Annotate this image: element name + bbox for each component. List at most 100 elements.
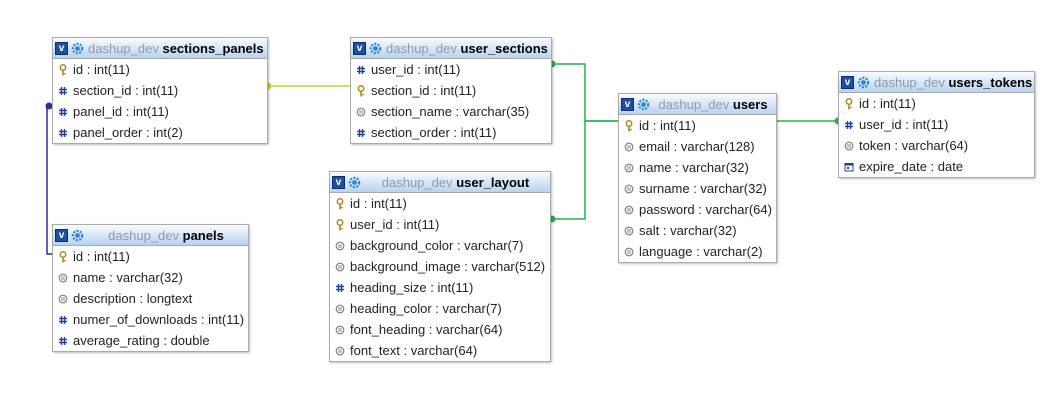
table-header[interactable]: v dashup_dev users_tokens	[839, 72, 1034, 93]
gear-icon[interactable]	[857, 76, 870, 89]
column-row[interactable]: password : varchar(64)	[619, 199, 776, 220]
table-title: dashup_dev users	[654, 97, 776, 112]
text-icon	[623, 247, 635, 257]
gear-icon[interactable]	[71, 42, 84, 55]
text-icon	[334, 346, 346, 356]
column-label: font_heading : varchar(64)	[350, 322, 503, 337]
table-name: users_tokens	[948, 74, 1033, 90]
column-row[interactable]: average_rating : double	[53, 330, 248, 351]
column-row[interactable]: description : longtext	[53, 288, 248, 309]
column-row[interactable]: language : varchar(2)	[619, 241, 776, 262]
column-label: section_id : int(11)	[73, 83, 179, 98]
key-icon	[57, 250, 69, 263]
text-icon	[623, 163, 635, 173]
column-row[interactable]: id : int(11)	[619, 115, 776, 136]
hash-icon	[57, 107, 69, 117]
date-icon	[843, 162, 855, 172]
column-row[interactable]: expire_date : date	[839, 156, 1034, 177]
collapse-toggle-icon[interactable]: v	[332, 175, 345, 189]
column-label: user_id : int(11)	[371, 62, 461, 77]
column-label: panel_order : int(2)	[73, 125, 183, 140]
column-row[interactable]: section_id : int(11)	[53, 80, 267, 101]
table-user-layout[interactable]: v dashup_dev user_layout id : int(11) us…	[329, 171, 551, 362]
collapse-toggle-icon[interactable]: v	[353, 41, 366, 55]
column-row[interactable]: user_id : int(11)	[330, 214, 550, 235]
column-row[interactable]: section_name : varchar(35)	[351, 101, 551, 122]
column-label: surname : varchar(32)	[639, 181, 767, 196]
column-row[interactable]: background_image : varchar(512)	[330, 256, 550, 277]
column-label: panel_id : int(11)	[73, 104, 169, 119]
column-row[interactable]: font_text : varchar(64)	[330, 340, 550, 361]
column-row[interactable]: panel_id : int(11)	[53, 101, 267, 122]
column-row[interactable]: id : int(11)	[330, 193, 550, 214]
table-header[interactable]: v dashup_dev sections_panels	[53, 38, 267, 59]
table-header[interactable]: v dashup_dev user_sections	[351, 38, 551, 59]
column-label: salt : varchar(32)	[639, 223, 737, 238]
gear-icon[interactable]	[348, 176, 361, 189]
gear-icon[interactable]	[71, 229, 84, 242]
hash-icon	[57, 86, 69, 96]
text-icon	[623, 184, 635, 194]
column-row[interactable]: font_heading : varchar(64)	[330, 319, 550, 340]
column-row[interactable]: panel_order : int(2)	[53, 122, 267, 143]
column-row[interactable]: background_color : varchar(7)	[330, 235, 550, 256]
table-panels[interactable]: v dashup_dev panels id : int(11) name : …	[52, 224, 249, 352]
table-sections-panels[interactable]: v dashup_dev sections_panels id : int(11…	[52, 37, 268, 144]
column-row[interactable]: surname : varchar(32)	[619, 178, 776, 199]
column-row[interactable]: name : varchar(32)	[53, 267, 248, 288]
collapse-toggle-icon[interactable]: v	[841, 75, 854, 89]
column-label: id : int(11)	[73, 249, 130, 264]
column-row[interactable]: token : varchar(64)	[839, 135, 1034, 156]
column-row[interactable]: salt : varchar(32)	[619, 220, 776, 241]
text-icon	[334, 304, 346, 314]
column-row[interactable]: user_id : int(11)	[351, 59, 551, 80]
hash-icon	[334, 283, 346, 293]
relation-line-user-sections-users[interactable]	[552, 63, 619, 122]
column-label: id : int(11)	[350, 196, 407, 211]
table-name: sections_panels	[162, 40, 264, 56]
column-row[interactable]: user_id : int(11)	[839, 114, 1034, 135]
table-header[interactable]: v dashup_dev panels	[53, 225, 248, 246]
column-label: language : varchar(2)	[639, 244, 763, 259]
key-icon	[843, 97, 855, 110]
database-name: dashup_dev	[88, 40, 159, 56]
column-row[interactable]: numer_of_downloads : int(11)	[53, 309, 248, 330]
text-icon	[334, 241, 346, 251]
column-label: user_id : int(11)	[859, 117, 949, 132]
table-name: users	[732, 96, 768, 112]
text-icon	[334, 325, 346, 335]
text-icon	[57, 294, 69, 304]
table-title: dashup_dev panels	[88, 228, 248, 243]
column-row[interactable]: heading_size : int(11)	[330, 277, 550, 298]
column-label: font_text : varchar(64)	[350, 343, 478, 358]
hash-icon	[355, 65, 367, 75]
column-row[interactable]: heading_color : varchar(7)	[330, 298, 550, 319]
column-label: name : varchar(32)	[73, 270, 183, 285]
column-label: email : varchar(128)	[639, 139, 755, 154]
column-row[interactable]: email : varchar(128)	[619, 136, 776, 157]
column-row[interactable]: section_order : int(11)	[351, 122, 551, 143]
column-label: section_order : int(11)	[371, 125, 497, 140]
column-row[interactable]: id : int(11)	[53, 59, 267, 80]
relation-line-user-layout-users[interactable]	[552, 120, 619, 220]
table-header[interactable]: v dashup_dev users	[619, 94, 776, 115]
column-row[interactable]: id : int(11)	[53, 246, 248, 267]
table-title: dashup_dev user_sections	[386, 41, 552, 56]
table-users-tokens[interactable]: v dashup_dev users_tokens id : int(11) u…	[838, 71, 1035, 178]
database-name: dashup_dev	[874, 74, 945, 90]
gear-icon[interactable]	[637, 98, 650, 111]
table-name: user_layout	[456, 174, 530, 190]
collapse-toggle-icon[interactable]: v	[621, 97, 634, 111]
table-user-sections[interactable]: v dashup_dev user_sections user_id : int…	[350, 37, 552, 144]
gear-icon[interactable]	[369, 42, 382, 55]
hash-icon	[57, 315, 69, 325]
column-row[interactable]: section_id : int(11)	[351, 80, 551, 101]
column-row[interactable]: id : int(11)	[839, 93, 1034, 114]
collapse-toggle-icon[interactable]: v	[55, 41, 68, 55]
collapse-toggle-icon[interactable]: v	[55, 228, 68, 242]
table-header[interactable]: v dashup_dev user_layout	[330, 172, 550, 193]
text-icon	[623, 142, 635, 152]
column-row[interactable]: name : varchar(32)	[619, 157, 776, 178]
column-label: background_color : varchar(7)	[350, 238, 524, 253]
table-users[interactable]: v dashup_dev users id : int(11) email : …	[618, 93, 777, 263]
